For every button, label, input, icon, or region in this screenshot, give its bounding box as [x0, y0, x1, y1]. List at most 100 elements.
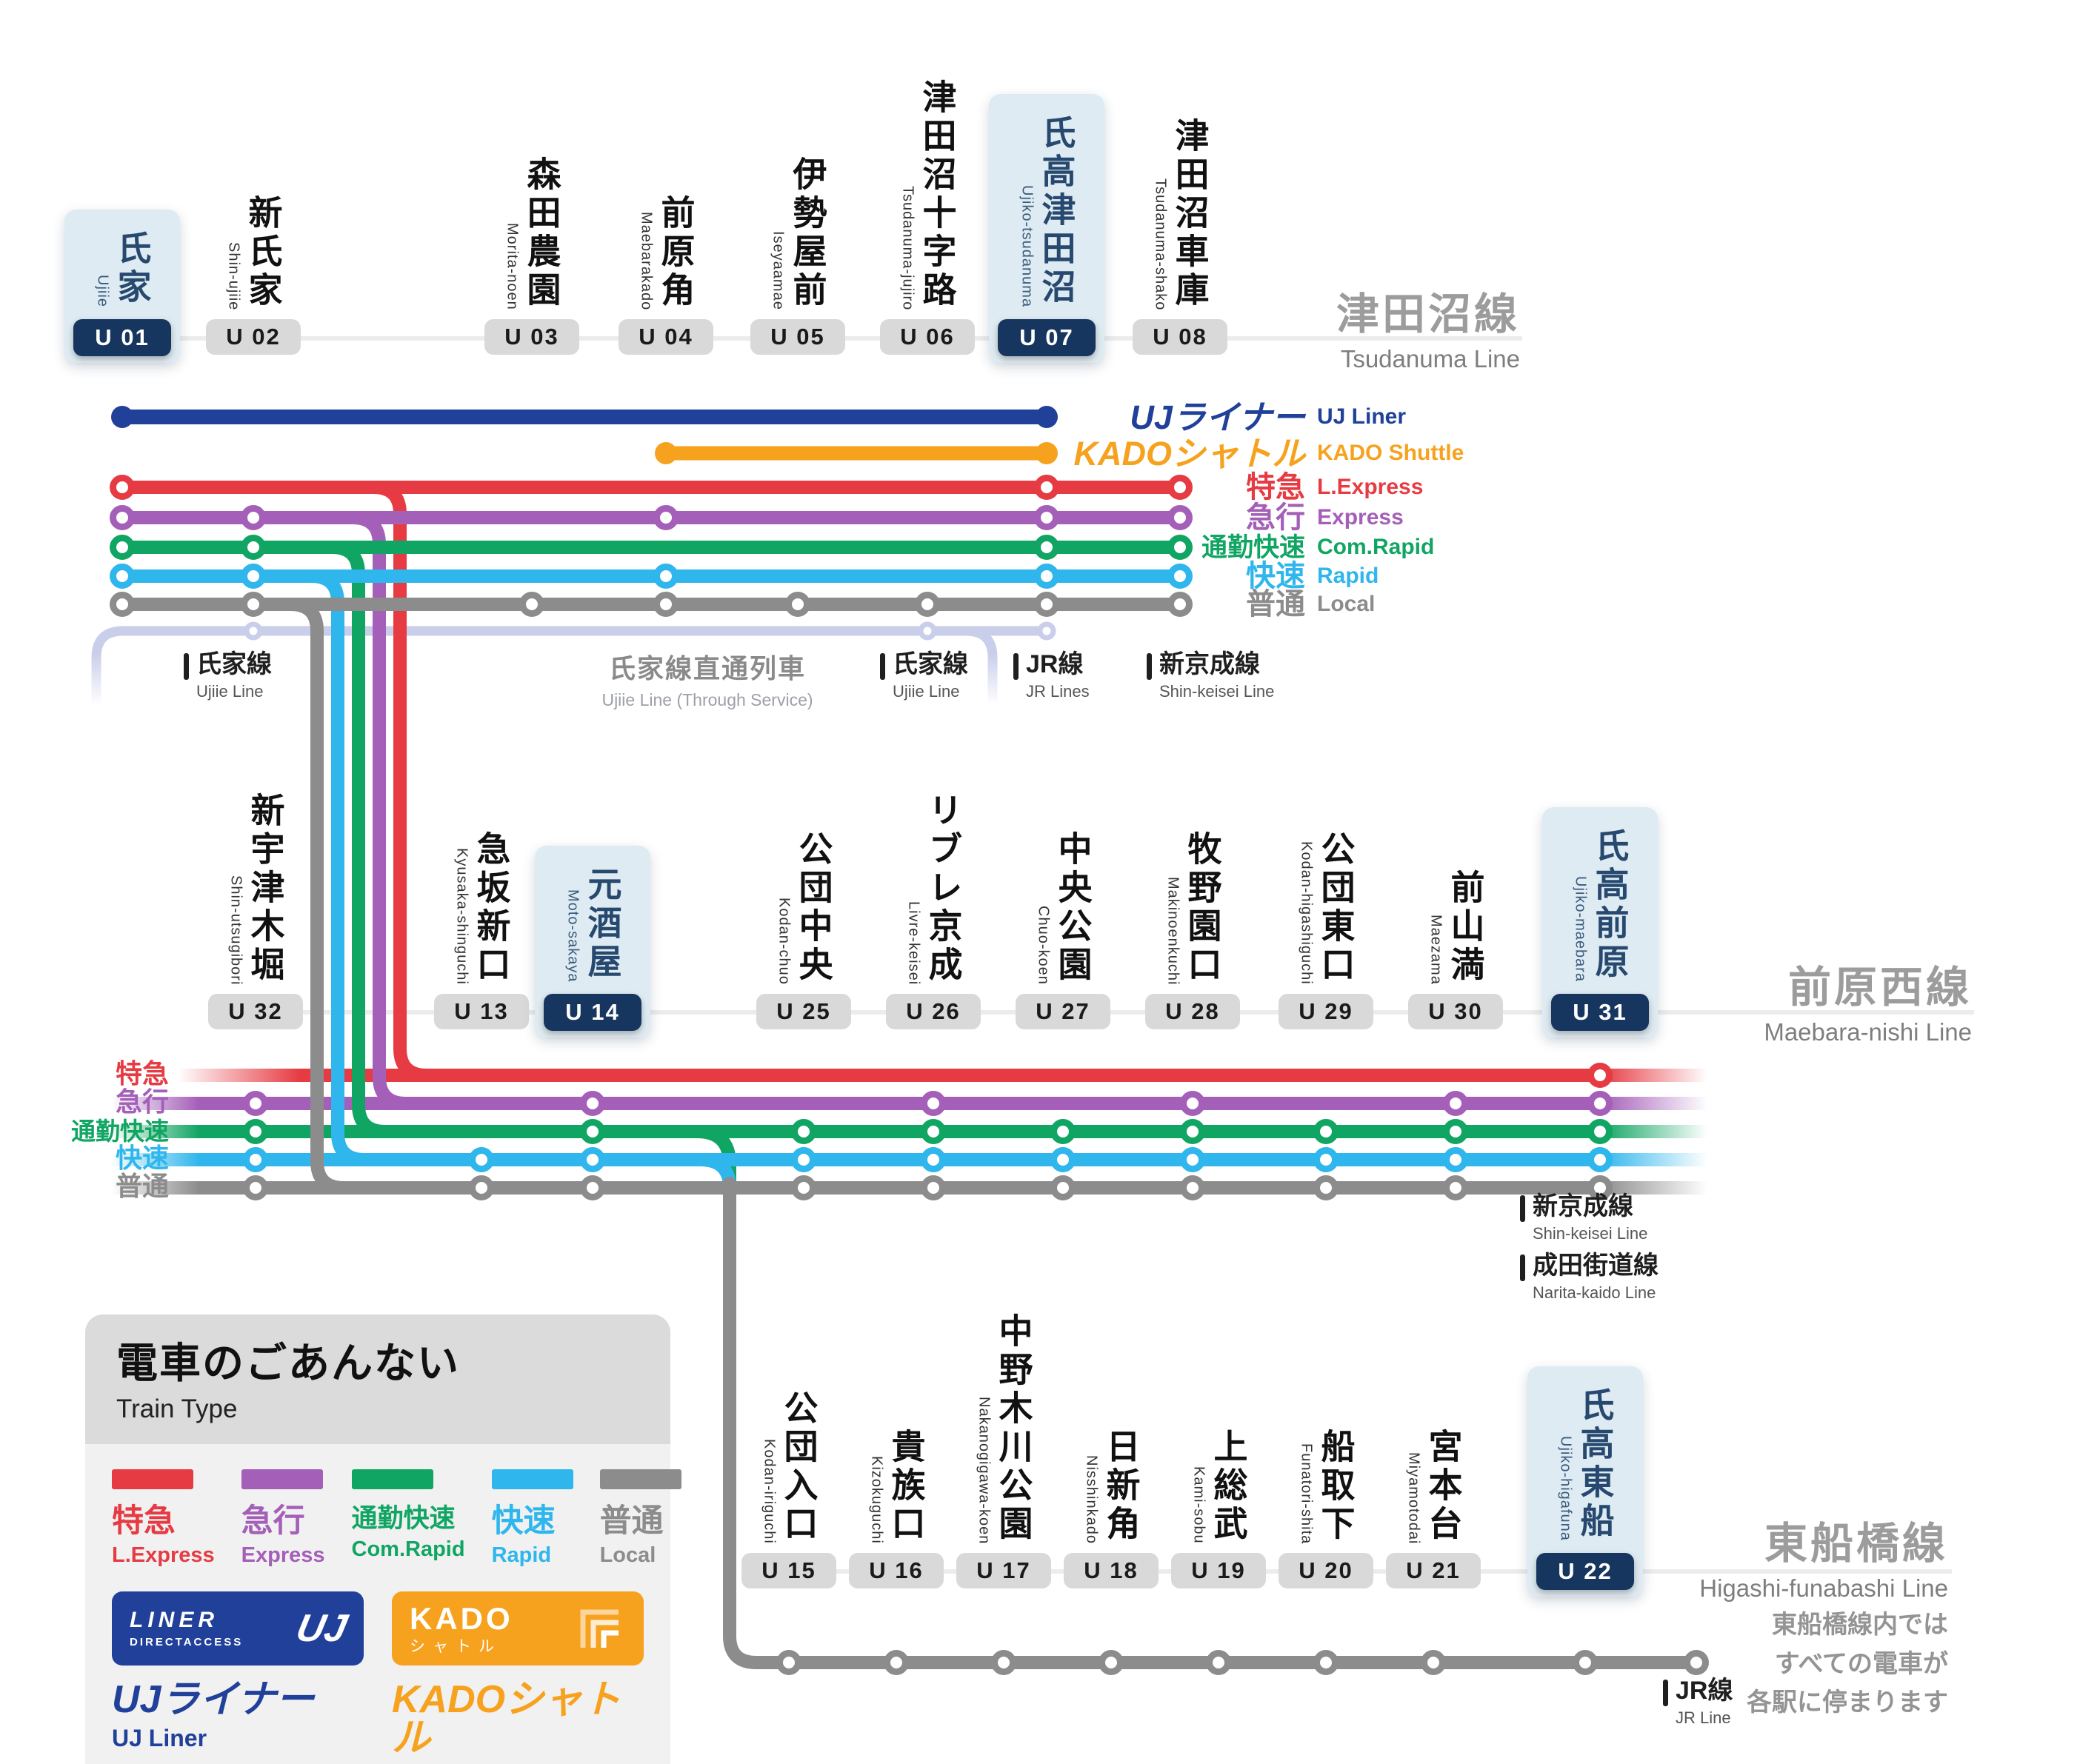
station-u20-name: Funatori-shita 船取下 — [1298, 1429, 1356, 1544]
mid-label-express: 急行 — [115, 1086, 169, 1117]
station-u17-badge[interactable]: U 17 — [956, 1553, 1051, 1588]
station-u01[interactable]: Ujiie 氏家 U 01 — [64, 210, 180, 363]
station-u31-name: Ujiko-maebara 氏高前原 — [1572, 828, 1630, 982]
mid-label-local: 普通 — [115, 1171, 169, 1201]
line-express — [110, 505, 1707, 1116]
station-u07[interactable]: Ujiko-tsudanuma 氏高津田沼 U 07 — [989, 94, 1104, 363]
kado-bracket-icon — [580, 1609, 619, 1648]
connector-ujiie-line-right: 氏家線 Ujiie Line — [880, 651, 968, 701]
tick-icon — [1520, 1195, 1525, 1222]
station-u21-name: Miyamotodai 宮本台 — [1405, 1429, 1463, 1544]
all-stations-note: 東船橋線内ではすべての電車が各駅に停まります — [1747, 1611, 1948, 1717]
connector-narita-kaido: 成田街道線 Narita-kaido Line — [1520, 1252, 1659, 1303]
station-u08-name: Tsudanuma-shako 津田沼車庫 — [1152, 118, 1210, 310]
station-u26-badge[interactable]: U 26 — [886, 994, 981, 1029]
map-legend-ltd-express: 特急 L.Express — [1246, 471, 1424, 504]
station-u20-badge[interactable]: U 20 — [1279, 1553, 1373, 1588]
station-u01-name: Ujiie 氏家 — [94, 230, 152, 307]
station-u14[interactable]: Moto-sakaya 元酒屋 U 14 — [535, 846, 650, 1038]
tick-icon — [184, 653, 189, 680]
uj-monogram-icon: UJ — [292, 1607, 351, 1650]
station-u08-badge[interactable]: U 08 — [1133, 319, 1227, 355]
station-u18-badge[interactable]: U 18 — [1064, 1553, 1159, 1588]
legend-header: 電車のごあんない Train Type — [85, 1314, 670, 1444]
line-label-higashi-funabashi: 東船橋線 Higashi-funabashi Line — [1699, 1520, 1948, 1602]
local-swatch-icon — [599, 1469, 681, 1489]
station-u22[interactable]: Ujiko-higafuna 氏高東船 U 22 — [1527, 1366, 1643, 1597]
line-rapid — [110, 564, 1707, 1194]
station-u04-badge[interactable]: U 04 — [619, 319, 713, 355]
tick-icon — [1520, 1254, 1525, 1281]
uj-liner-label: UJライナー — [1130, 398, 1305, 436]
station-u06-badge[interactable]: U 06 — [880, 319, 975, 355]
map-legend-com-rapid: 通勤快速 Com.Rapid — [1201, 532, 1435, 562]
station-u05-badge[interactable]: U 05 — [750, 319, 845, 355]
map-legend-kado-shuttle: KADOシャトル KADO Shuttle — [1068, 434, 1527, 472]
tick-icon — [880, 653, 885, 680]
station-u25-name: Kodan-chuo 公団中央 — [776, 831, 833, 985]
legend-type-express: 急行 Express — [241, 1469, 325, 1566]
station-u13-name: Kyusaka-shinguchi 急坂新口 — [453, 831, 511, 985]
station-u04-name: Maebarakado 前原角 — [638, 195, 696, 310]
mid-label-rapid: 快速 — [115, 1143, 169, 1173]
com-rapid-swatch-icon — [351, 1469, 433, 1489]
station-u21-badge[interactable]: U 21 — [1386, 1553, 1481, 1588]
legend-type-ltd-express: 特急 L.Express — [112, 1469, 215, 1566]
tick-icon — [1013, 653, 1019, 680]
express-swatch-icon — [241, 1469, 323, 1489]
station-u03-badge[interactable]: U 03 — [484, 319, 579, 355]
connector-shin-keisei-mid: 新京成線 Shin-keisei Line — [1520, 1193, 1647, 1243]
map-legend-rapid: 快速 Rapid — [1246, 560, 1379, 592]
legend-type-rapid: 快速 Rapid — [491, 1469, 573, 1566]
map-legend-local: 普通 Local — [1246, 588, 1376, 621]
station-u01-badge[interactable]: U 01 — [73, 319, 171, 356]
connector-shin-keisei-top: 新京成線 Shin-keisei Line — [1147, 651, 1274, 701]
uj-liner-logo: LINER DIRECTACCESS UJ — [112, 1591, 364, 1666]
map-legend-express: 急行 Express — [1246, 501, 1404, 534]
station-u02-badge[interactable]: U 02 — [206, 319, 301, 355]
station-u26-name: Livre-keisei リブレ京成 — [905, 792, 963, 985]
station-u28-name: Makinoenkuchi 牧野園口 — [1164, 831, 1222, 985]
line-com-rapid — [110, 535, 1707, 1189]
station-u29-name: Kodan-higashiguchi 公団東口 — [1298, 831, 1356, 985]
station-u02-name: Shin-ujiie 新氏家 — [225, 195, 283, 310]
legend-body: 特急 L.Express 急行 Express 通勤快速 Com.Rapid 快… — [85, 1444, 681, 1764]
line-ltd-express — [110, 475, 1707, 1088]
station-u29-badge[interactable]: U 29 — [1279, 994, 1373, 1029]
station-u07-badge[interactable]: U 07 — [998, 319, 1096, 356]
line-kado-shuttle — [655, 442, 1058, 464]
station-u25-badge[interactable]: U 25 — [756, 994, 851, 1029]
station-u22-badge[interactable]: U 22 — [1536, 1553, 1634, 1590]
station-u15-badge[interactable]: U 15 — [741, 1553, 836, 1588]
connector-ujiie-line-left: 氏家線 Ujiie Line — [184, 651, 272, 701]
train-type-legend: 電車のごあんない Train Type 特急 L.Express 急行 Expr… — [85, 1314, 681, 1764]
station-u14-badge[interactable]: U 14 — [544, 994, 641, 1031]
station-u32-badge[interactable]: U 32 — [208, 994, 303, 1029]
legend-title: 電車のごあんない — [116, 1340, 460, 1386]
station-u19-badge[interactable]: U 19 — [1171, 1553, 1266, 1588]
station-u16-name: Kizokuguchi 貴族口 — [868, 1429, 926, 1544]
station-u16-badge[interactable]: U 16 — [849, 1553, 944, 1588]
legend-type-com-rapid: 通勤快速 Com.Rapid — [351, 1469, 465, 1560]
station-u07-name: Ujiko-tsudanuma 氏高津田沼 — [1019, 115, 1076, 307]
line-uj-liner — [111, 406, 1058, 428]
tick-icon — [1147, 653, 1152, 680]
station-u22-name: Ujiko-higafuna 氏高東船 — [1557, 1387, 1615, 1541]
station-u31-badge[interactable]: U 31 — [1551, 994, 1649, 1031]
legend-uj-liner-block: LINER DIRECTACCESS UJ UJライナー UJ Liner — [112, 1591, 364, 1764]
station-u31[interactable]: Ujiko-maebara 氏高前原 U 31 — [1542, 807, 1658, 1038]
mid-label-ltd-express: 特急 — [115, 1058, 169, 1089]
station-u30-badge[interactable]: U 30 — [1408, 994, 1503, 1029]
line-local — [110, 592, 1709, 1675]
station-u17-name: Nakanogigawa-koen 中野木川公園 — [976, 1313, 1033, 1544]
station-u15-name: Kodan-iriguchi 公団入口 — [761, 1390, 819, 1544]
station-u28-badge[interactable]: U 28 — [1145, 994, 1240, 1029]
tick-icon — [1663, 1680, 1668, 1706]
legend-type-local: 普通 Local — [599, 1469, 681, 1566]
station-u27-name: Chuo-koen 中央公園 — [1035, 831, 1093, 985]
station-u03-name: Morita-noen 森田農園 — [504, 156, 561, 310]
station-u27-badge[interactable]: U 27 — [1016, 994, 1110, 1029]
line-label-maebara-nishi: 前原西線 Maebara-nishi Line — [1764, 963, 1972, 1046]
station-u13-badge[interactable]: U 13 — [434, 994, 529, 1029]
